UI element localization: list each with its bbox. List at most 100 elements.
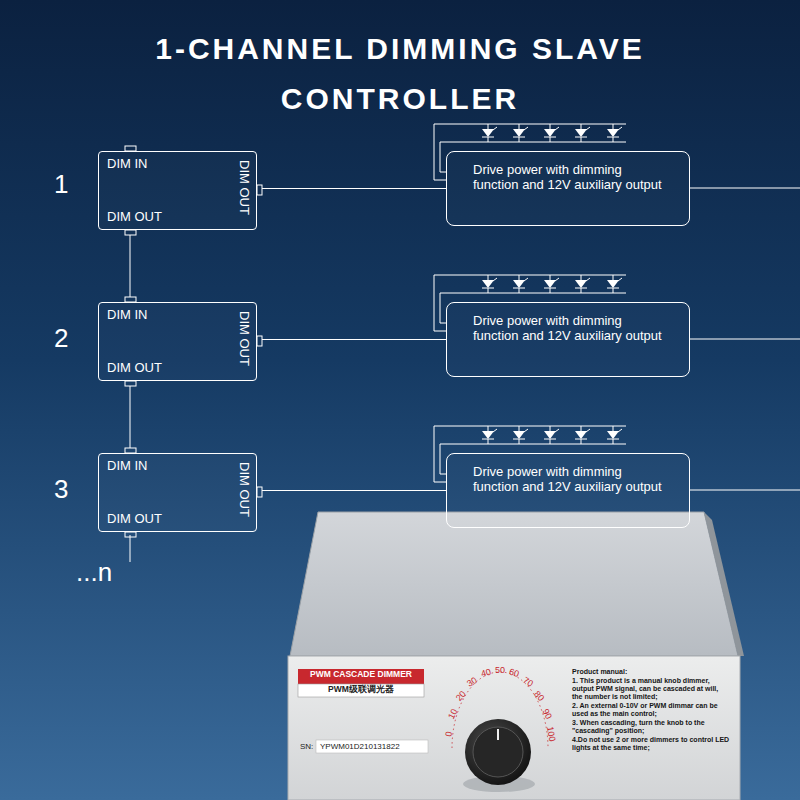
housing-top: [290, 512, 738, 656]
led-lead: [488, 288, 489, 293]
wire: [434, 124, 435, 180]
led-ray: [618, 127, 622, 130]
led-lead: [488, 275, 489, 280]
led-lead: [581, 137, 582, 142]
controller-box: DIM INDIM OUTDIM OUT: [98, 453, 257, 532]
led-symbol: [607, 431, 619, 439]
led-ray: [493, 127, 497, 130]
wire: [434, 426, 435, 482]
manual-text: 2. An external 0-10V or PWM dimmar can b…: [572, 702, 730, 718]
led-lead: [488, 426, 489, 431]
driver-description: Drive power with dimming function and 12…: [473, 163, 669, 193]
callout-number: 3: [54, 475, 68, 505]
led-symbol: [513, 280, 525, 288]
led-symbol: [544, 129, 556, 137]
port-stub: [257, 487, 262, 497]
manual-text: 4.Do not use 2 or more dimmers to contro…: [572, 736, 730, 752]
led-ray: [493, 429, 497, 432]
led-symbol: [482, 280, 494, 288]
led-lead: [519, 124, 520, 129]
led-symbol: [607, 280, 619, 288]
led-ray: [524, 429, 528, 432]
led-symbol: [544, 280, 556, 288]
controller-box: DIM IN DIM OUT DIM OUT: [98, 151, 257, 230]
led-ray: [618, 278, 622, 281]
red-label-band: [298, 669, 424, 684]
led-lead: [488, 124, 489, 129]
wire: [434, 275, 435, 331]
output-wire: [690, 490, 800, 491]
serial-number: YPWM01D210131822: [320, 742, 426, 751]
led-symbol: [513, 431, 525, 439]
led-lead: [613, 137, 614, 142]
led-lead: [581, 439, 582, 444]
led-symbol: [575, 431, 587, 439]
port-label: DIM IN: [107, 157, 147, 171]
connector-line: [130, 386, 131, 448]
output-port-label: DIM OUT: [237, 462, 251, 517]
led-lead: [613, 439, 614, 444]
scale-number: 0: [443, 731, 454, 738]
wire: [440, 293, 626, 294]
wire: [434, 180, 446, 181]
manual-panel: Product manual:1. This product is a manu…: [572, 668, 730, 753]
scale-number: 80: [531, 689, 545, 703]
driver-description: Drive power with dimming function and 12…: [473, 465, 669, 495]
scale-number: 50: [495, 665, 505, 675]
wire: [440, 444, 626, 445]
led-symbol: [544, 431, 556, 439]
led-lead: [550, 137, 551, 142]
wire: [434, 331, 446, 332]
scale-number: 70: [521, 675, 535, 689]
connector-line: [262, 490, 446, 491]
product-label: PWM CASCADE DIMMER: [298, 670, 424, 680]
port-stub: [125, 230, 136, 235]
led-lead: [550, 288, 551, 293]
led-ray: [524, 127, 528, 130]
led-ray: [555, 127, 559, 130]
knob: [465, 719, 531, 785]
output-wire: [690, 188, 800, 189]
callout-number: 2: [54, 324, 68, 354]
connector-line: [130, 235, 131, 297]
led-lead: [581, 426, 582, 431]
led-lead: [581, 124, 582, 129]
driver-box: Drive power with dimming function and 12…: [446, 302, 690, 377]
product-label-cn: PWM级联调光器: [298, 685, 424, 695]
wire: [440, 142, 441, 172]
led-lead: [550, 439, 551, 444]
wire: [440, 142, 626, 143]
output-wire: [690, 339, 800, 340]
wire: [434, 426, 626, 427]
port-label: DIM OUT: [107, 210, 162, 224]
scale-number: 40: [479, 667, 491, 680]
port-stub: [125, 381, 136, 386]
led-symbol: [482, 431, 494, 439]
led-lead: [613, 275, 614, 280]
connector-line: [262, 188, 446, 189]
output-port-label: DIM OUT: [237, 160, 251, 215]
led-lead: [519, 288, 520, 293]
driver-description: Drive power with dimming function and 12…: [473, 314, 669, 344]
led-symbol: [575, 129, 587, 137]
scale-number: 60: [508, 667, 520, 680]
led-lead: [613, 124, 614, 129]
led-ray: [586, 278, 590, 281]
connector-line: [262, 339, 446, 340]
port-stub: [257, 336, 262, 346]
scale-number: 30: [465, 675, 479, 689]
knob-indicator: [497, 729, 499, 740]
led-ray: [555, 429, 559, 432]
title-text: 1-CHANNEL DIMMING SLAVE CONTROLLER: [150, 24, 650, 124]
scale-number: 90: [540, 707, 554, 721]
led-lead: [613, 288, 614, 293]
led-lead: [519, 137, 520, 142]
wire: [434, 124, 626, 125]
led-ray: [586, 429, 590, 432]
led-lead: [519, 439, 520, 444]
manual-text: 3. When cascading, turn the knob to the …: [572, 719, 730, 735]
wire: [440, 293, 441, 323]
led-symbol: [607, 129, 619, 137]
wire: [434, 275, 626, 276]
